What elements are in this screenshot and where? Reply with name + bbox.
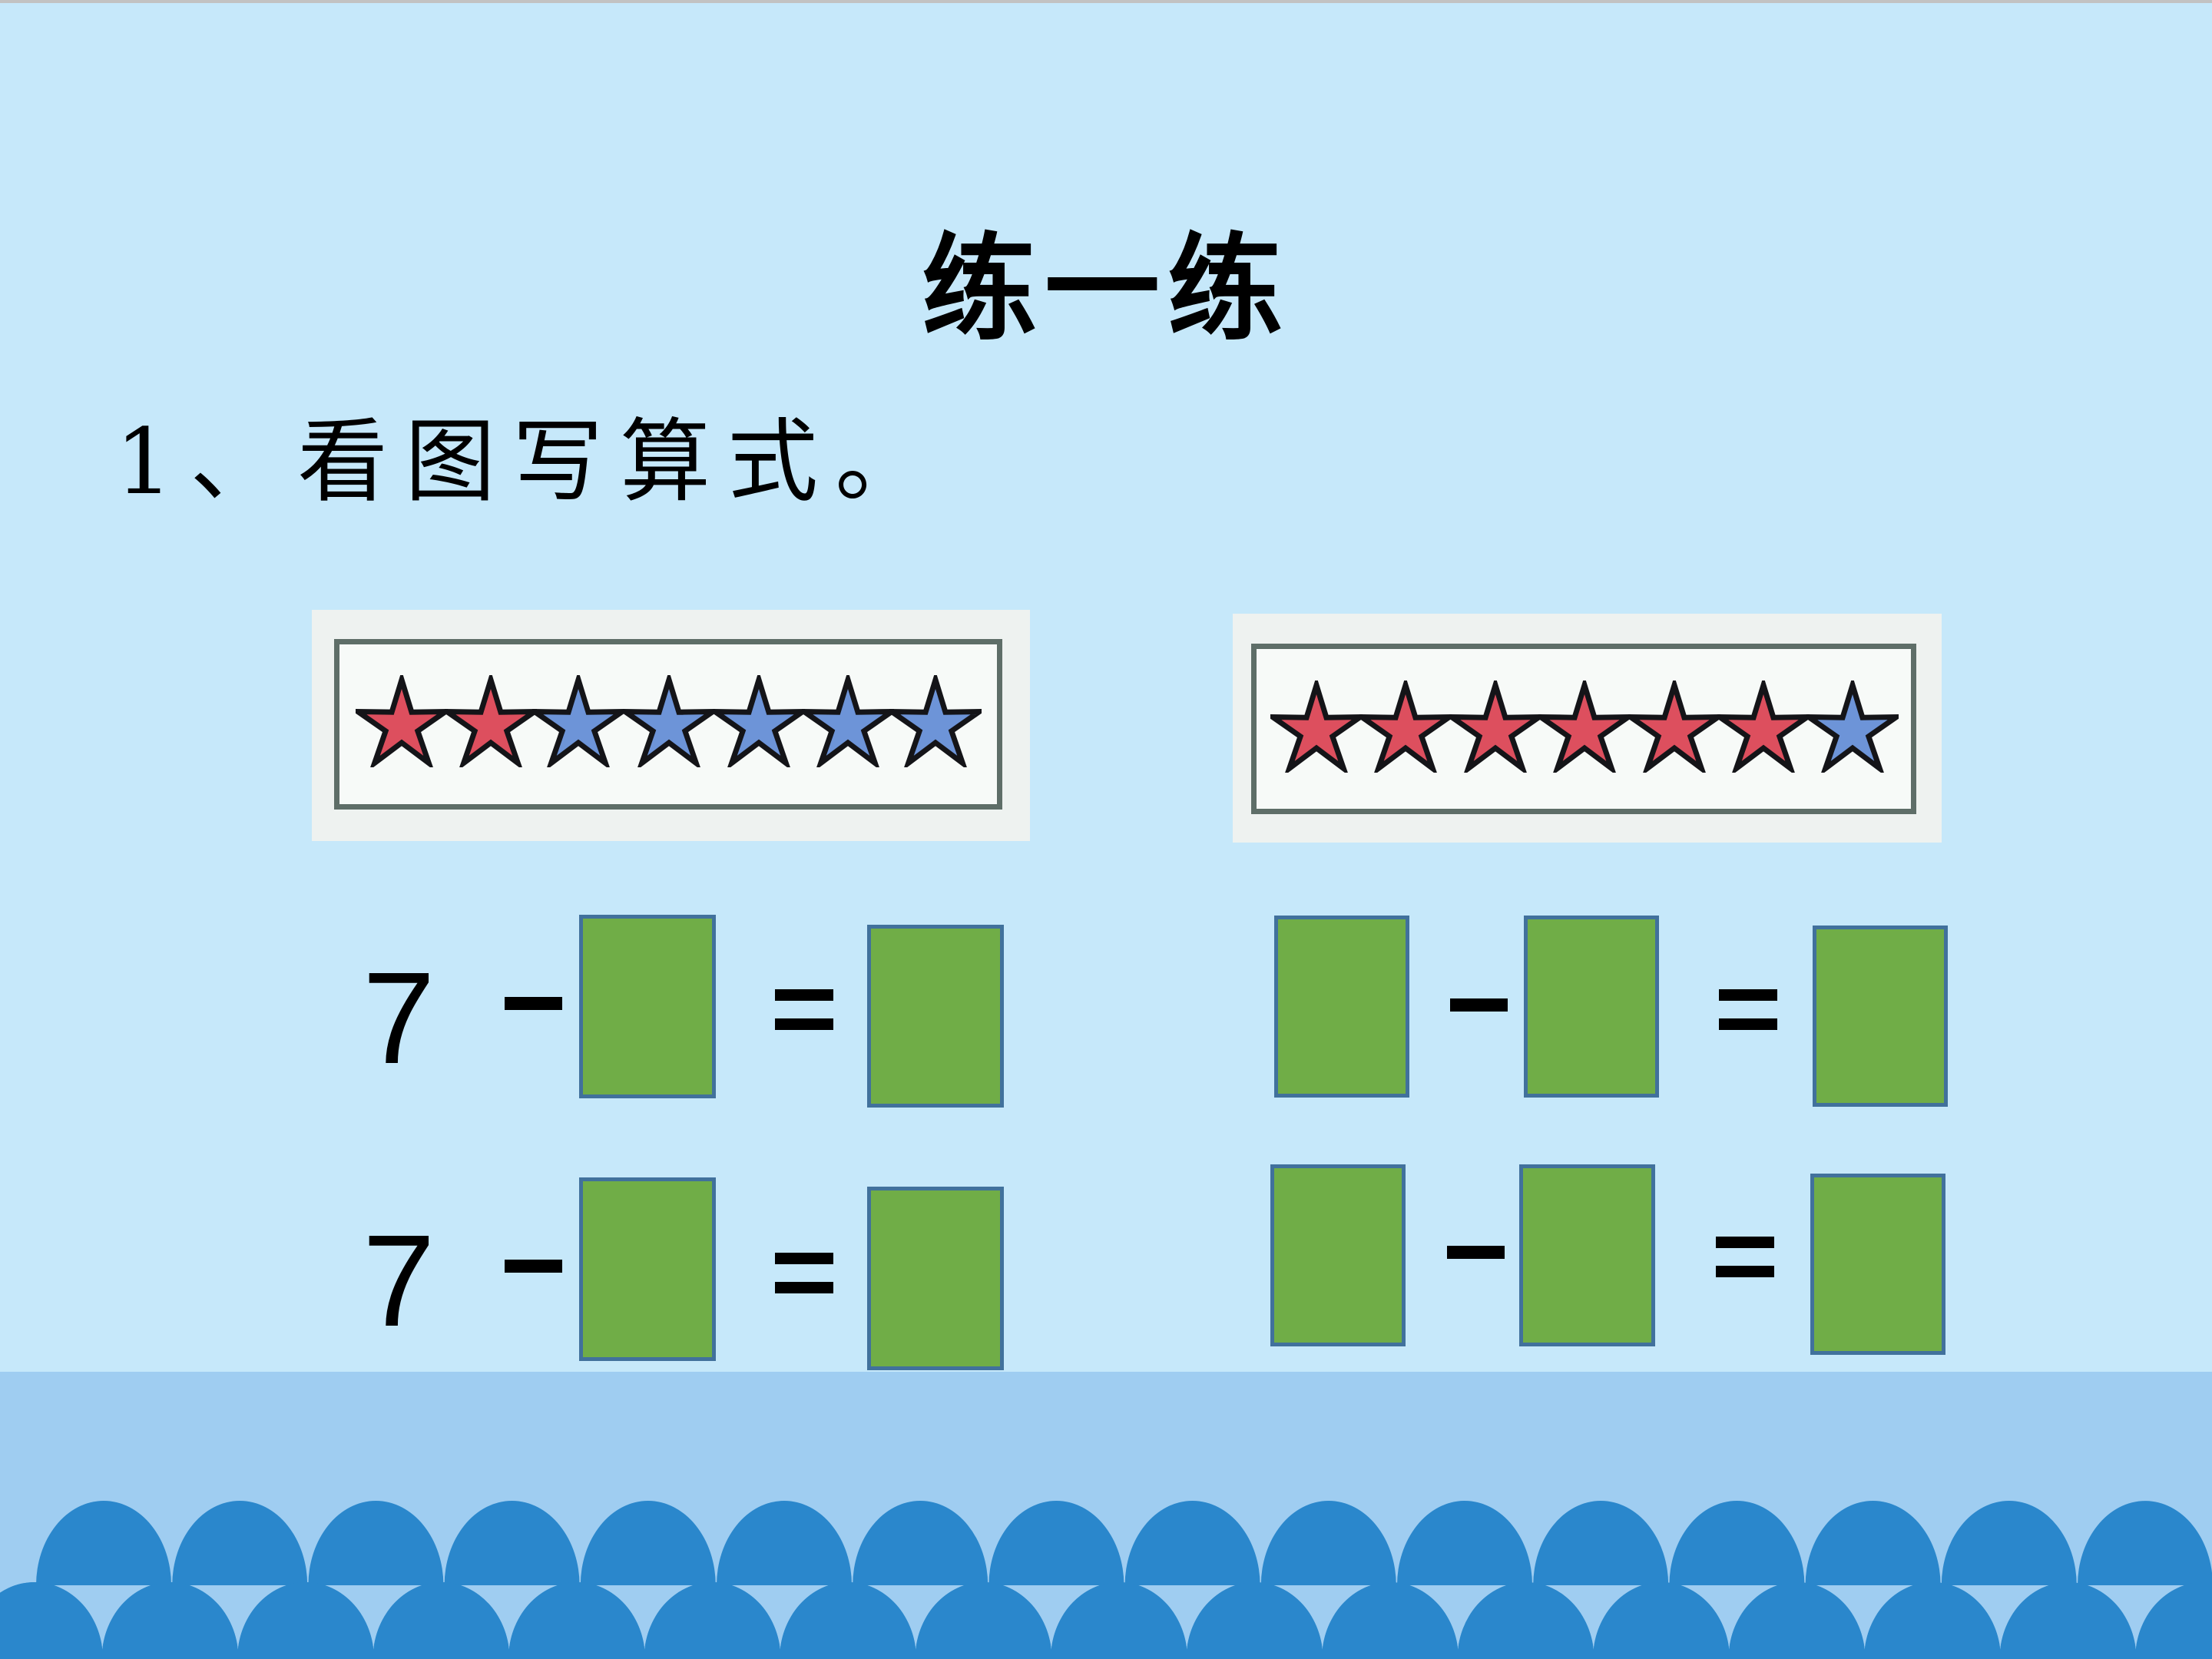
answer-box[interactable] (1274, 916, 1409, 1098)
blue-star-icon (889, 675, 982, 767)
question-prompt: 1、看图写算式。 (115, 409, 943, 515)
answer-box[interactable] (579, 915, 716, 1098)
red-star-icon (1628, 680, 1720, 773)
answer-box[interactable] (1813, 926, 1948, 1107)
answer-box[interactable] (867, 1187, 1004, 1370)
equals-sign-bottom (775, 1018, 833, 1030)
answer-box[interactable] (1519, 1164, 1655, 1346)
equals-sign-top (1716, 1237, 1774, 1248)
equals-sign-bottom (1719, 1018, 1777, 1030)
slide-title: 练一练 (921, 221, 1290, 356)
minuend-seven: 7 (363, 945, 435, 1091)
minus-sign (1447, 1246, 1505, 1259)
minus-sign (505, 997, 562, 1010)
red-star-icon (1538, 680, 1631, 773)
blue-star-icon (1806, 680, 1899, 773)
minus-sign (1450, 998, 1508, 1012)
blue-star-icon (802, 675, 894, 767)
answer-box[interactable] (1270, 1164, 1406, 1346)
answer-box[interactable] (867, 925, 1004, 1108)
red-star-icon (1270, 680, 1363, 773)
top-border (0, 0, 2212, 3)
equals-sign-bottom (1716, 1266, 1774, 1277)
wave-decoration-icon (0, 1501, 2212, 1659)
blue-star-icon (532, 675, 624, 767)
red-star-icon (356, 675, 448, 767)
answer-box[interactable] (579, 1177, 716, 1361)
equals-sign-top (1719, 989, 1777, 1001)
equals-sign-top (775, 1253, 833, 1264)
answer-box[interactable] (1810, 1174, 1945, 1355)
blue-star-icon (623, 675, 715, 767)
minuend-seven: 7 (363, 1208, 435, 1354)
equals-sign-top (775, 989, 833, 1001)
equals-sign-bottom (775, 1282, 833, 1293)
red-star-icon (1359, 680, 1452, 773)
answer-box[interactable] (1524, 916, 1659, 1098)
minus-sign (505, 1260, 562, 1273)
blue-star-icon (713, 675, 805, 767)
red-star-icon (1449, 680, 1541, 773)
red-star-icon (1717, 680, 1810, 773)
red-star-icon (445, 675, 537, 767)
